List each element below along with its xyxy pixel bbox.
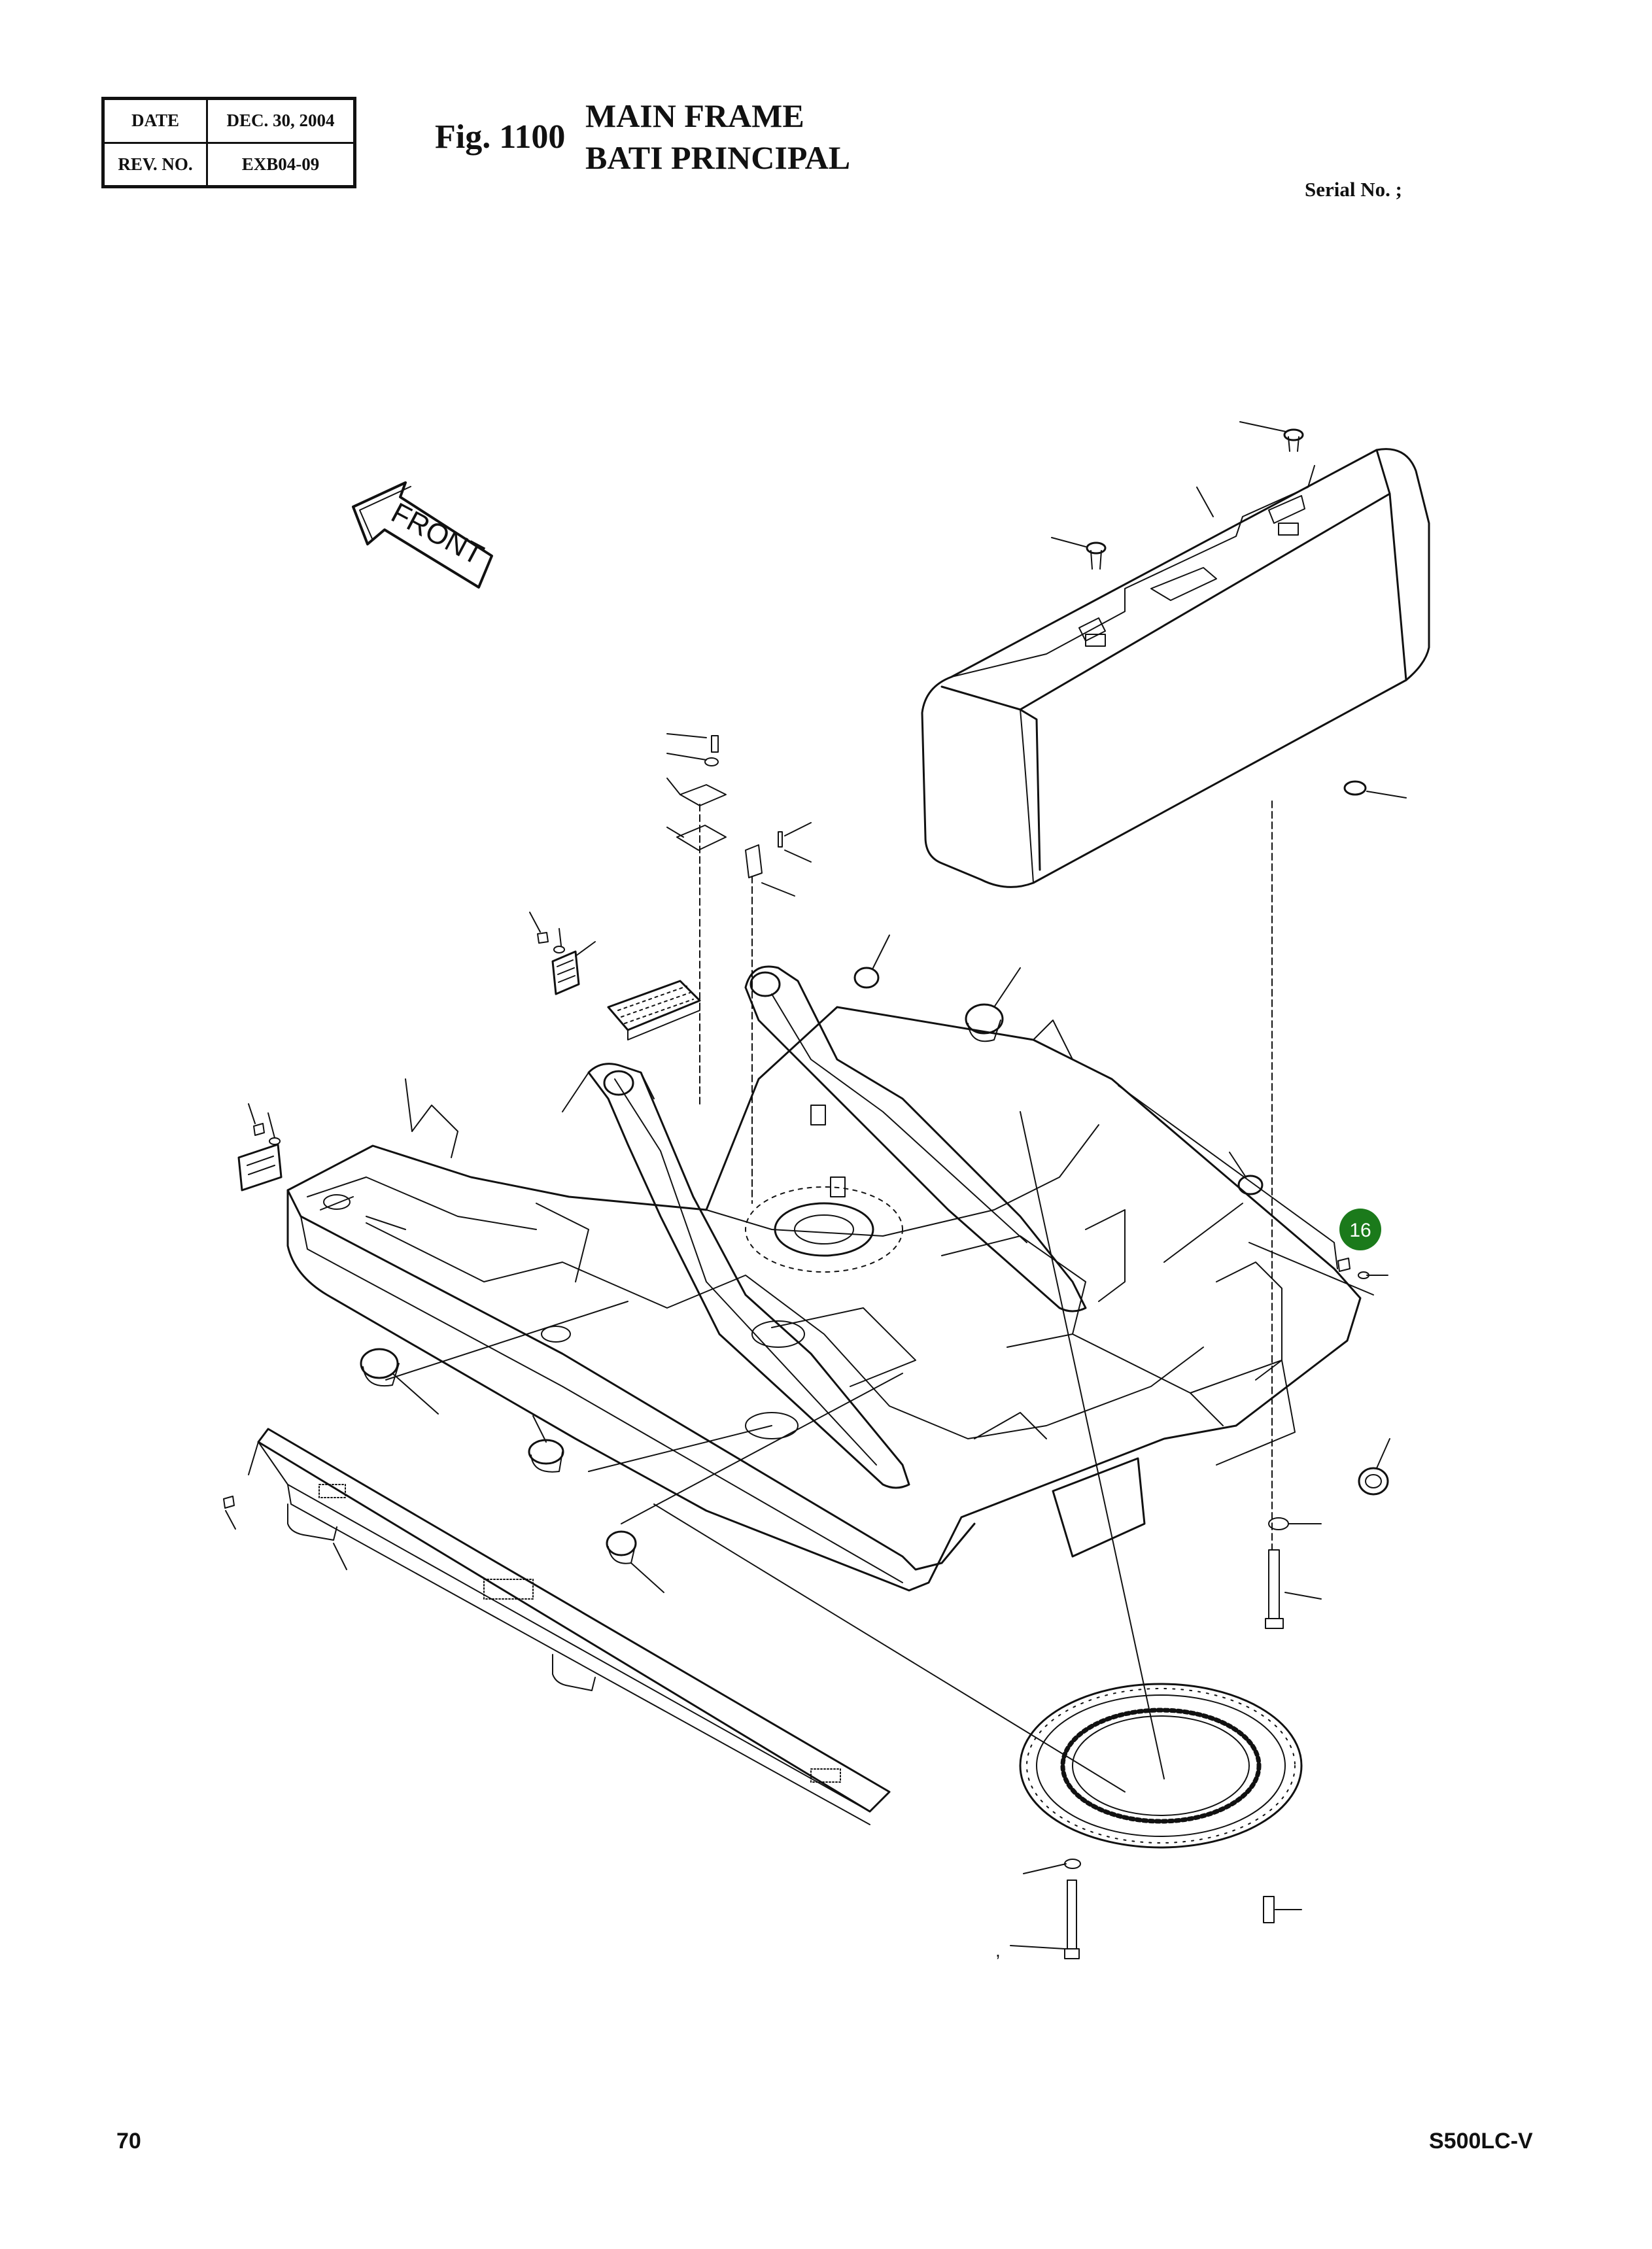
- serial-number-label: Serial No. ;: [1305, 178, 1402, 201]
- callout-badge-16[interactable]: 16: [1339, 1209, 1381, 1250]
- under-cover: [248, 1428, 891, 1825]
- leader-lines: [225, 733, 1390, 1949]
- step-plate: [237, 950, 701, 1192]
- rubber-mounts: [360, 967, 1389, 1564]
- rev-value: EXB04-09: [206, 141, 356, 188]
- front-label: FRONT: [386, 496, 489, 571]
- model-number: S500LC-V: [1429, 2129, 1533, 2154]
- title-french: BATI PRINCIPAL: [585, 139, 851, 176]
- date-value: DEC. 30, 2004: [206, 97, 356, 144]
- main-frame: [286, 1006, 1362, 1592]
- figure-number: Fig. 1100: [435, 118, 566, 156]
- counterweight: [921, 421, 1430, 888]
- front-direction-arrow: FRONT: [352, 481, 493, 589]
- page-number: 70: [116, 2129, 141, 2154]
- date-label: DATE: [102, 97, 208, 144]
- boom-mount-brackets: [562, 965, 1087, 1489]
- fasteners: [223, 735, 1369, 1959]
- stray-comma: ,: [995, 1940, 1001, 1961]
- callout-badge-circle: [1339, 1209, 1381, 1250]
- title-english: MAIN FRAME: [585, 97, 804, 134]
- rev-label: REV. NO.: [102, 141, 208, 188]
- swing-ring-gear: [1019, 1683, 1303, 1849]
- callout-badge-label: 16: [1349, 1220, 1371, 1241]
- revision-info-table: DATE DEC. 30, 2004 REV. NO. EXB04-09: [101, 97, 356, 188]
